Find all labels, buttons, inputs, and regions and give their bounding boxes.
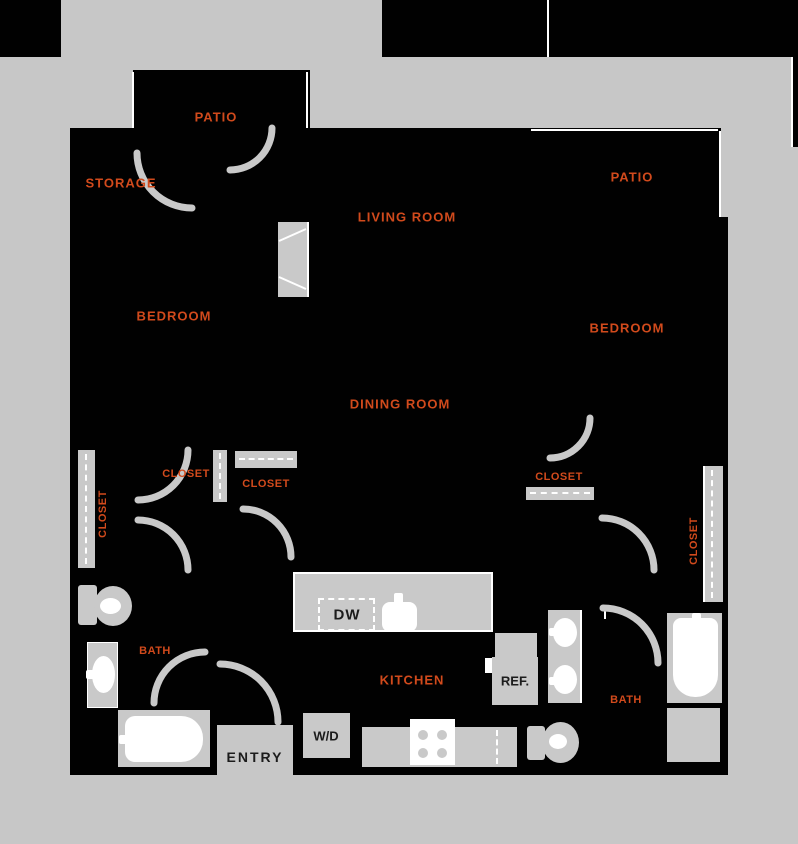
patio-right-floor [531, 128, 721, 217]
washer-dryer [303, 713, 350, 758]
exterior-block-top-left [0, 0, 61, 57]
washer-dryer-label: W/D [313, 728, 339, 744]
sink-basin-right-1 [553, 618, 577, 647]
bathtub-left [125, 716, 203, 762]
sink-basin-right-2 [553, 665, 577, 694]
burner [437, 748, 447, 758]
wall-line [791, 57, 793, 147]
burner [418, 748, 428, 758]
room-label-closet-b: CLOSET [242, 478, 290, 490]
wall-line [547, 0, 549, 57]
closet-rod-dash [711, 470, 713, 598]
tub-faucet-left [119, 735, 128, 744]
closet-rod-dash [219, 453, 221, 499]
kitchen-faucet [394, 593, 403, 605]
bathtub-right [673, 618, 718, 697]
refrigerator-label: REF. [500, 673, 530, 689]
counter-dash [496, 730, 498, 764]
refrigerator [492, 657, 538, 705]
fridge-handle [485, 658, 492, 673]
patio-top-floor [133, 70, 310, 128]
dishwasher [318, 598, 375, 631]
door-leaf-line [604, 605, 606, 619]
room-label-closet-a: CLOSET [162, 468, 210, 480]
closet-rod-dash [85, 454, 87, 564]
toilet-tank-right [527, 726, 545, 760]
kitchen-sink [382, 602, 417, 632]
tub-faucet-right [692, 613, 701, 624]
room-label-bath-left: BATH [139, 645, 171, 657]
entry-vestibule [217, 725, 293, 775]
dishwasher-label: DW [333, 606, 361, 624]
patio-right-wall-line-top [531, 129, 718, 131]
closet-shelf-dash [239, 458, 293, 460]
closet-rod-left-wall [78, 450, 95, 568]
room-label-living-room: LIVING ROOM [357, 209, 457, 225]
room-label-closet-right: CLOSET [535, 471, 583, 483]
room-label-bedroom-right: BEDROOM [589, 320, 665, 336]
fridge-cabinet [495, 633, 537, 657]
sink-basin-left [92, 656, 115, 693]
room-label-closet-right-wall: CLOSET [688, 517, 700, 565]
closet-shelf-right [526, 487, 594, 500]
toilet-tank-left [78, 585, 97, 625]
shower-right [667, 708, 720, 762]
closet-shelf-left [235, 451, 297, 468]
faucet-right-1 [549, 628, 557, 636]
room-label-bedroom-left: BEDROOM [136, 308, 212, 324]
sliding-door-panel [278, 222, 307, 297]
patio-right-wall-line-side [719, 131, 721, 217]
toilet-bowl-opening [100, 598, 121, 614]
faucet-right-2 [549, 677, 557, 685]
room-label-closet-left-wall: CLOSET [97, 490, 109, 538]
sliding-door-track-line [307, 222, 309, 297]
room-label-kitchen: KITCHEN [379, 672, 445, 688]
vanity-edge-line [580, 610, 582, 703]
room-label-storage: STORAGE [85, 175, 157, 191]
exterior-block-top-right [382, 0, 798, 57]
cooktop [410, 719, 455, 765]
room-label-dining-room: DINING ROOM [349, 396, 451, 412]
room-label-patio-top: PATIO [194, 109, 238, 125]
burner [437, 730, 447, 740]
room-label-bath-right: BATH [610, 694, 642, 706]
faucet-left [86, 670, 95, 679]
entry-label: ENTRY [226, 749, 284, 765]
room-label-patio-right: PATIO [610, 169, 654, 185]
closet-rod-mid [213, 450, 227, 502]
patio-wall-line-left [132, 72, 134, 128]
patio-wall-line-right [306, 72, 308, 128]
burner [418, 730, 428, 740]
closet-rod-right-wall [703, 466, 723, 602]
toilet-bowl-opening [549, 734, 567, 749]
exterior-block-right-sliver [793, 57, 798, 147]
closet-shelf-dash [530, 492, 590, 494]
